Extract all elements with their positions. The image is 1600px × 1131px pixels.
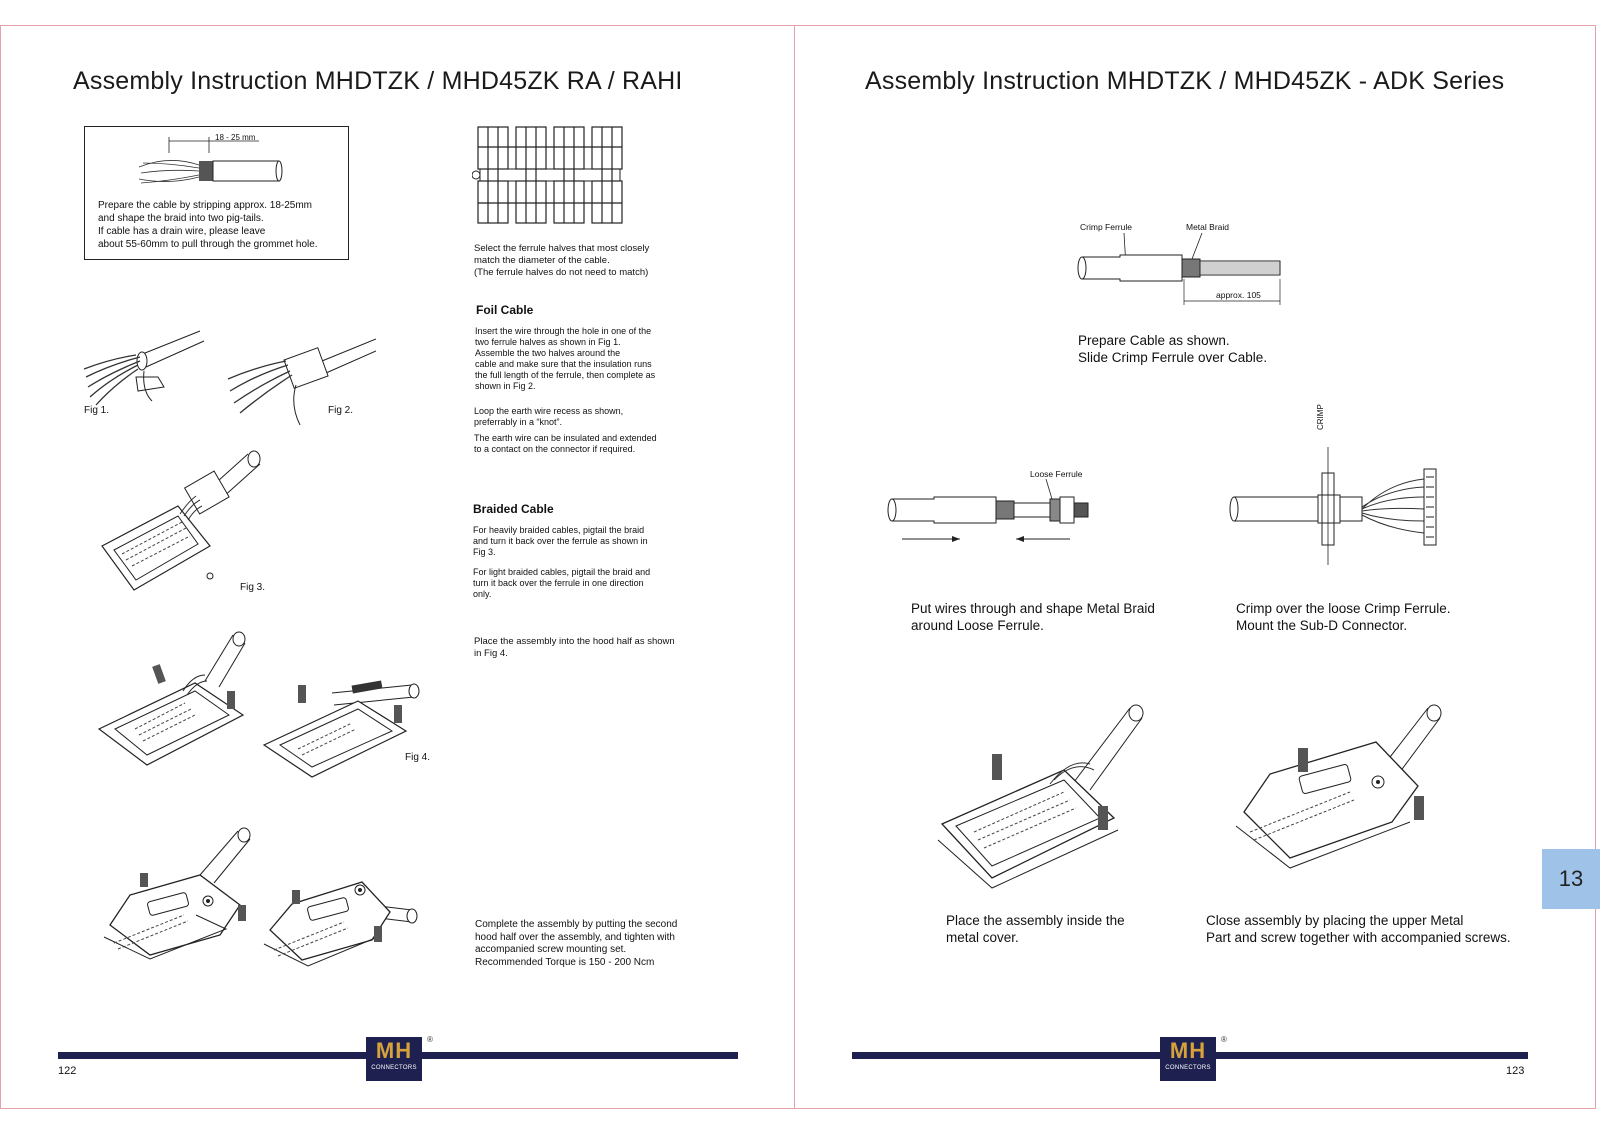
- fig4-left-illustration: [95, 625, 255, 775]
- stripped-cable-illustration: [129, 133, 289, 193]
- earth-wire-text: The earth wire can be insulated and exte…: [474, 433, 657, 455]
- complete-line-1: Complete the assembly by putting the sec…: [475, 919, 678, 930]
- strip-dimension-label: 18 - 25 mm: [215, 133, 256, 142]
- strip-instruction-box: 18 - 25 mm Prepare the cable by strippin…: [84, 126, 349, 260]
- prepare-line-3: If cable has a drain wire, please leave: [98, 226, 266, 237]
- put-wires-line-2: around Loose Ferrule.: [911, 618, 1044, 633]
- heavy-braid-text: For heavily braided cables, pigtail the …: [473, 525, 648, 558]
- right-page-title: Assembly Instruction MHDTZK / MHD45ZK - …: [865, 67, 1505, 95]
- metal-cover-open-illustration: [934, 700, 1154, 900]
- right-page: Assembly Instruction MHDTZK / MHD45ZK - …: [794, 25, 1594, 1107]
- foil-line-5: the full length of the ferrule, then com…: [475, 370, 656, 380]
- foil-line-3: Assemble the two halves around the: [475, 348, 621, 358]
- metal-cover-closed-illustration: [1230, 700, 1450, 900]
- close-line-1: Close assembly by placing the upper Meta…: [1206, 913, 1464, 928]
- registered-mark-left: ®: [427, 1035, 433, 1044]
- crimp-over-line-1: Crimp over the loose Crimp Ferrule.: [1236, 601, 1451, 616]
- ferrule-line-3: (The ferrule halves do not need to match…: [474, 267, 649, 278]
- fig3-label: Fig 3.: [240, 582, 266, 593]
- section-tab[interactable]: 13: [1542, 849, 1600, 909]
- loop-line-2: preferrably in a “knot”.: [474, 417, 563, 427]
- crimp-over-line-2: Mount the Sub-D Connector.: [1236, 618, 1408, 633]
- left-page-title: Assembly Instruction MHDTZK / MHD45ZK RA…: [73, 67, 683, 95]
- right-page-number: 123: [1506, 1065, 1525, 1077]
- place-line-2: metal cover.: [946, 930, 1019, 945]
- foil-line-1: Insert the wire through the hole in one …: [475, 326, 652, 336]
- closed-hood-left-illustration: [100, 825, 260, 985]
- crimp-connector-illustration: [1228, 437, 1448, 567]
- prepare-line-2: and shape the braid into two pig-tails.: [98, 213, 264, 224]
- braided-cable-heading: Braided Cable: [473, 502, 554, 516]
- heavy-line-1: For heavily braided cables, pigtail the …: [473, 525, 645, 535]
- hood-half-text: Place the assembly into the hood half as…: [474, 636, 675, 660]
- approx-length-label: approx. 105: [1216, 290, 1261, 300]
- logo-mark: MH: [375, 1038, 413, 1063]
- mh-logo-left: MH CONNECTORS: [366, 1037, 422, 1081]
- light-line-2: turn it back over the ferrule in one dir…: [473, 578, 644, 588]
- hood-line-1: Place the assembly into the hood half as…: [474, 636, 675, 647]
- foil-line-4: cable and make sure that the insulation …: [475, 359, 652, 369]
- light-line-3: only.: [473, 589, 492, 599]
- put-wires-line-1: Put wires through and shape Metal Braid: [911, 601, 1155, 616]
- right-prepare-line-2: Slide Crimp Ferrule over Cable.: [1078, 350, 1268, 365]
- ferrule-line-1: Select the ferrule halves that most clos…: [474, 243, 650, 254]
- prepared-cable-illustration: [1074, 231, 1294, 311]
- fig2-label: Fig 2.: [328, 405, 354, 416]
- fig4-label: Fig 4.: [405, 752, 431, 763]
- complete-line-3: accompanied screw mounting set.: [475, 944, 627, 955]
- logo-sub: CONNECTORS: [1165, 1065, 1211, 1071]
- ferrule-halves-illustration: [472, 125, 632, 235]
- fig1-illustration: [80, 325, 210, 415]
- foil-line-2: two ferrule halves as shown in Fig 1.: [475, 337, 621, 347]
- metal-braid-label: Metal Braid: [1186, 222, 1229, 232]
- hood-line-2: in Fig 4.: [474, 648, 508, 659]
- fig2-illustration: [226, 325, 376, 425]
- complete-line-2: hood half over the assembly, and tighten…: [475, 931, 675, 943]
- logo-sub: CONNECTORS: [371, 1065, 417, 1071]
- fig1-label: Fig 1.: [84, 405, 110, 416]
- light-line-1: For light braided cables, pigtail the br…: [473, 567, 651, 577]
- put-wires-text: Put wires through and shape Metal Braid …: [911, 600, 1155, 634]
- mh-logo-right: MH CONNECTORS: [1160, 1037, 1216, 1081]
- logo-mark: MH: [1169, 1038, 1207, 1063]
- fig3-illustration: [98, 450, 268, 600]
- foil-line-6: shown in Fig 2.: [475, 381, 536, 391]
- complete-line-4: Recommended Torque is 150 - 200 Ncm: [475, 956, 655, 968]
- loop-line-1: Loop the earth wire recess as shown,: [474, 406, 624, 416]
- ferrule-select-text: Select the ferrule halves that most clos…: [474, 243, 649, 279]
- place-assembly-text: Place the assembly inside the metal cove…: [946, 912, 1125, 946]
- close-assembly-text: Close assembly by placing the upper Meta…: [1206, 912, 1511, 946]
- place-line-1: Place the assembly inside the: [946, 913, 1125, 928]
- heavy-line-2: and turn it back over the ferrule as sho…: [473, 536, 648, 546]
- closed-hood-right-illustration: [262, 840, 422, 990]
- foil-cable-text: Insert the wire through the hole in one …: [475, 326, 655, 392]
- prepare-cable-text: Prepare the cable by stripping approx. 1…: [98, 199, 318, 251]
- prepare-line-4: about 55-60mm to pull through the gromme…: [98, 239, 318, 250]
- foil-cable-heading: Foil Cable: [476, 303, 534, 317]
- complete-assembly-text: Complete the assembly by putting the sec…: [475, 919, 677, 969]
- prepare-line-1: Prepare the cable by stripping approx. 1…: [98, 200, 313, 211]
- crimp-over-text: Crimp over the loose Crimp Ferrule. Moun…: [1236, 600, 1451, 634]
- right-prepare-line-1: Prepare Cable as shown.: [1078, 333, 1230, 348]
- heavy-line-3: Fig 3.: [473, 547, 496, 557]
- earth-line-1: The earth wire can be insulated and exte…: [474, 433, 657, 443]
- left-page: Assembly Instruction MHDTZK / MHD45ZK RA…: [0, 25, 794, 1107]
- crimp-ferrule-label: Crimp Ferrule: [1080, 222, 1132, 232]
- ferrule-line-2: match the diameter of the cable.: [474, 255, 610, 266]
- right-page-border: [794, 25, 1596, 1109]
- fig4-right-illustration: [262, 645, 432, 785]
- loose-ferrule-illustration: [886, 477, 1106, 557]
- light-braid-text: For light braided cables, pigtail the br…: [473, 567, 650, 600]
- registered-mark-right: ®: [1221, 1035, 1227, 1044]
- crimp-label: CRIMP: [1316, 404, 1325, 430]
- left-page-number: 122: [58, 1065, 77, 1077]
- close-line-2: Part and screw together with accompanied…: [1206, 930, 1511, 945]
- earth-line-2: to a contact on the connector if require…: [474, 444, 636, 454]
- loop-earth-text: Loop the earth wire recess as shown, pre…: [474, 406, 623, 428]
- prepare-cable-text-right: Prepare Cable as shown. Slide Crimp Ferr…: [1078, 332, 1267, 366]
- loose-ferrule-label: Loose Ferrule: [1030, 469, 1083, 479]
